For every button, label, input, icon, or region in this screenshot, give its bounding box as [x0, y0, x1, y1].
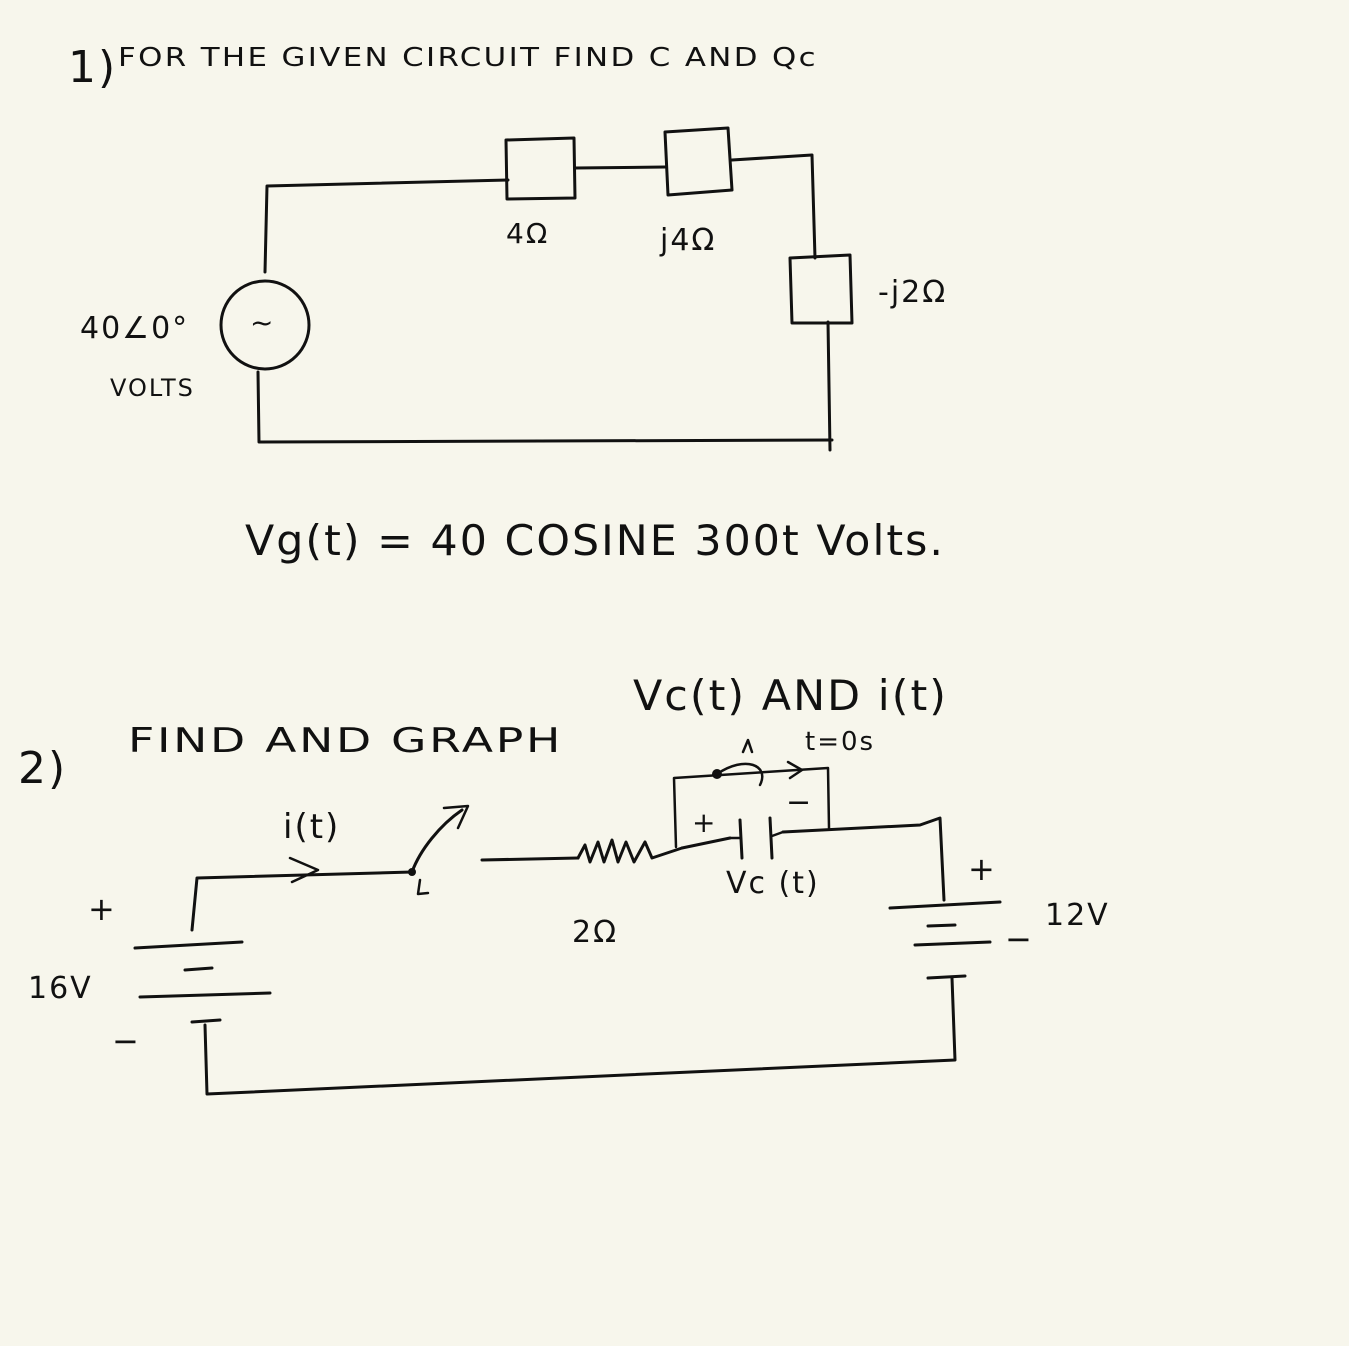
circuit2-switch-resistor-wire — [480, 856, 580, 862]
circuit1-wiring — [256, 153, 834, 452]
circuit2-current-label: i(t) — [283, 807, 340, 847]
circuit1-inductor — [663, 126, 734, 197]
problem2-number: 2) — [18, 743, 67, 794]
circuit2-current-arrow — [288, 856, 320, 884]
circuit2-cap-bypass-switch — [672, 738, 831, 849]
circuit2-resistor-label: 2Ω — [572, 915, 618, 950]
circuit2-resistor-cap-wire — [680, 836, 732, 850]
circuit2-cap-plus: + — [692, 806, 717, 839]
circuit2-left-battery-minus: − — [112, 1022, 141, 1060]
circuit2-cap-right-wire — [781, 816, 946, 902]
circuit1-wire-r-l — [573, 165, 667, 170]
circuit2-left-battery — [133, 940, 272, 1024]
circuit1-top-left-wire — [263, 178, 510, 274]
circuit2-switch — [408, 804, 470, 896]
circuit1-capacitor — [788, 253, 854, 325]
circuit2-right-battery-plus: + — [968, 850, 997, 888]
circuit1-capacitor-label: -j2Ω — [878, 275, 947, 310]
circuit2-bottom-wire — [203, 976, 957, 1096]
problem2-prompt: FIND AND GRAPH — [128, 721, 563, 761]
circuit1-resistor-label: 4Ω — [506, 217, 549, 250]
circuit2-cap-minus: − — [786, 785, 813, 820]
circuit1-inductor-label: j4Ω — [659, 223, 716, 258]
circuit2-capacitor — [728, 816, 785, 860]
circuit2-resistor — [576, 838, 684, 864]
circuit1-source-value: 40∠0° — [80, 311, 189, 346]
circuit1-wire-l-c — [730, 153, 817, 260]
circuit2-left-battery-value: 16V — [28, 971, 93, 1006]
circuit2-switch-time: t=0s — [805, 727, 875, 757]
circuit1-bottom-wire — [256, 370, 834, 444]
circuit2-cap-voltage-label: Vc (t) — [726, 866, 820, 901]
circuit1-right-wire — [826, 320, 832, 452]
problem1-number: 1) — [68, 42, 117, 93]
circuit2-left-top-wire — [190, 870, 414, 932]
circuit1-source-unit: VOLTS — [110, 374, 195, 402]
circuit2-right-battery-value: 12V — [1045, 898, 1110, 933]
circuit2-right-battery — [888, 900, 1002, 980]
circuit2-right-battery-minus: − — [1005, 920, 1034, 958]
circuit1-ac-source-symbol: ~ — [250, 306, 275, 339]
circuit1-resistor — [504, 136, 577, 201]
circuit2-left-battery-plus: + — [88, 890, 117, 928]
problem2-targets: Vc(t) AND i(t) — [633, 671, 948, 720]
problem1-equation: Vg(t) = 40 COSINE 300t Volts. — [245, 516, 945, 565]
problem1-prompt: FOR THE GIVEN CIRCUIT FIND C AND Qc — [118, 43, 818, 73]
circuit1-ac-source — [219, 279, 311, 371]
circuit2-wiring — [190, 816, 957, 1096]
